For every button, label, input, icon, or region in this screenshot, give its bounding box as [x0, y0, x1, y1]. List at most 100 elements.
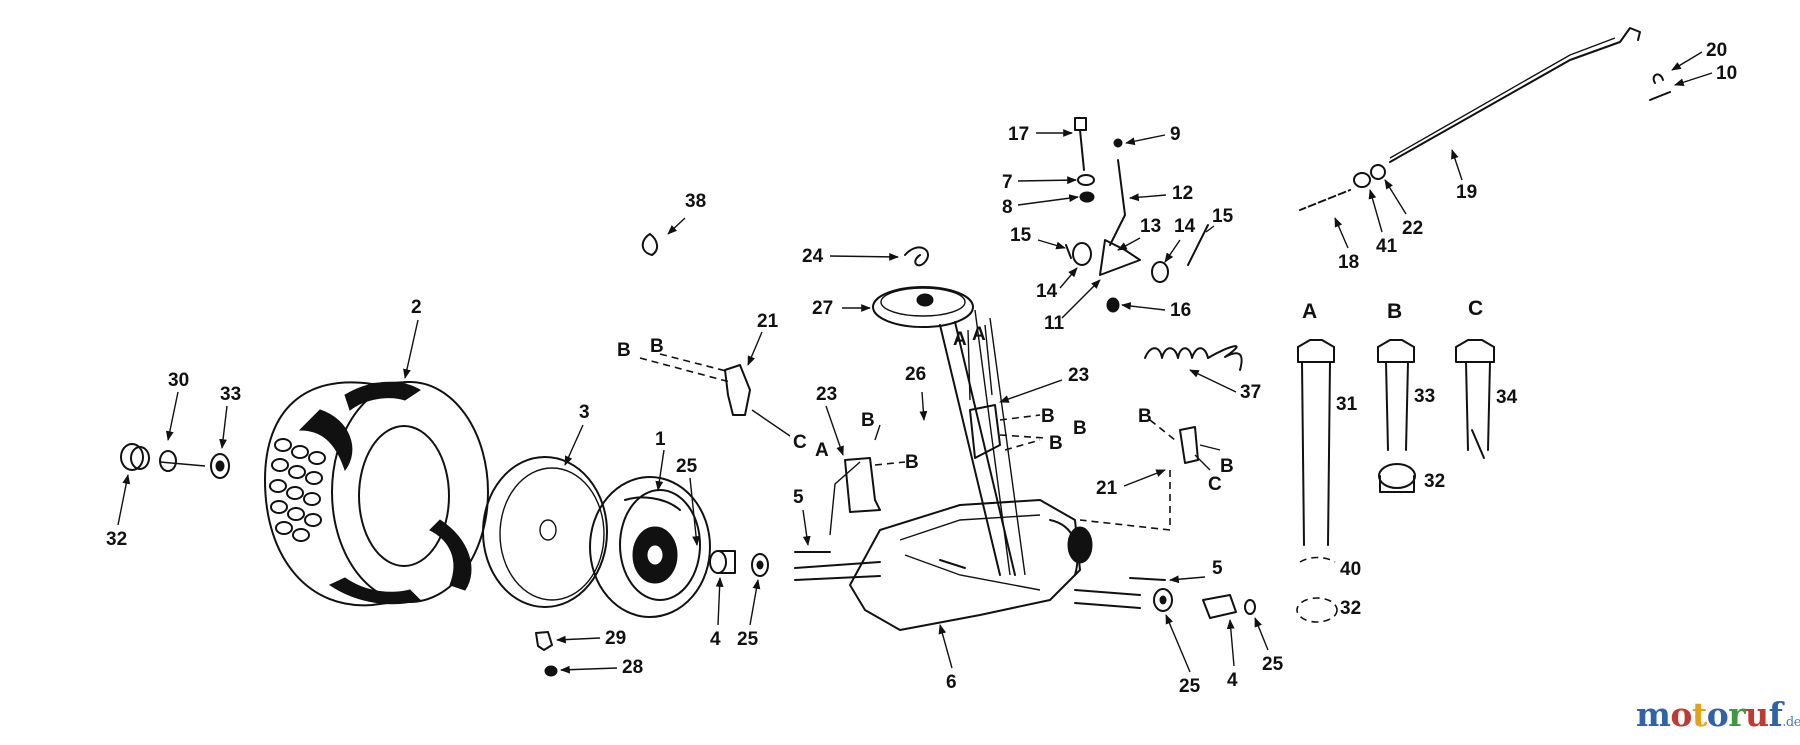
callout-A-3: A	[972, 324, 986, 345]
spring-part-18	[1299, 164, 1386, 216]
label-part-15-a: 15	[1010, 225, 1032, 246]
label-part-40: 40	[1340, 559, 1361, 580]
callout-B-9: B	[1220, 456, 1234, 477]
subset-A-heading: A	[1302, 300, 1317, 323]
label-part-7: 7	[1002, 172, 1013, 193]
fitting-part-29	[535, 631, 553, 651]
subset-C-heading: C	[1468, 297, 1483, 320]
label-part-15-b: 15	[1212, 206, 1234, 227]
watermark-letter: u	[1745, 695, 1769, 734]
label-part-16: 16	[1170, 300, 1191, 321]
label-part-4-right: 4	[1227, 670, 1238, 691]
axle-part-31	[1296, 339, 1338, 623]
watermark-letter: o	[1706, 695, 1729, 734]
label-part-32-a: 32	[1340, 598, 1361, 619]
label-part-35: 32	[106, 529, 127, 550]
label-part-25-c: 25	[1179, 676, 1201, 697]
callout-B-5: B	[1041, 406, 1055, 427]
tire-part-2	[264, 381, 489, 607]
clip-part-20	[1649, 73, 1671, 101]
label-part-32-b: 32	[1424, 471, 1445, 492]
label-part-38: 38	[685, 191, 706, 212]
watermark-letter: m	[1636, 695, 1671, 734]
axle-part-33	[1377, 339, 1416, 493]
bracket-part-21-right	[1179, 426, 1199, 464]
label-part-5-left: 5	[793, 487, 804, 508]
callout-C-2: C	[1208, 474, 1222, 495]
label-part-41: 41	[1376, 236, 1398, 257]
transaxle-housing-part-6	[794, 499, 1141, 631]
callout-B-7: B	[1049, 433, 1063, 454]
shift-lever-assembly	[1065, 117, 1209, 313]
callout-B-3: B	[861, 410, 875, 431]
pulley-part-27	[872, 286, 974, 328]
label-part-30: 30	[168, 370, 189, 391]
axle-part-34	[1455, 339, 1495, 459]
hub-cap-part-35	[120, 443, 230, 479]
label-part-3: 3	[579, 402, 590, 423]
spring-part-37	[1144, 345, 1243, 371]
label-part-33: 33	[1414, 386, 1435, 407]
label-part-5-right: 5	[1212, 558, 1223, 579]
callout-lines	[639, 324, 1221, 536]
motoruf-watermark: motoruf.de	[1636, 695, 1800, 734]
bracket-part-23-right	[969, 404, 1001, 459]
label-part-14-b: 14	[1036, 281, 1058, 302]
bracket-part-21-left	[724, 364, 751, 416]
bracket-part-23-left	[844, 457, 881, 513]
label-part-25-d: 25	[1262, 654, 1284, 675]
label-part-21-left: 21	[757, 311, 779, 332]
label-part-19: 19	[1456, 182, 1477, 203]
label-part-10: 10	[1716, 63, 1737, 84]
label-part-2: 2	[411, 297, 422, 318]
label-part-26: 26	[905, 364, 926, 385]
watermark-letter: t	[1691, 695, 1707, 734]
clip-part-24	[904, 246, 929, 267]
label-part-20: 20	[1706, 40, 1727, 61]
callout-B-4: B	[905, 452, 919, 473]
label-part-31: 31	[1336, 394, 1358, 415]
plug-part-28	[544, 665, 558, 677]
label-part-22: 22	[1402, 218, 1423, 239]
control-rod-part-19	[1389, 27, 1641, 163]
label-part-13: 13	[1140, 216, 1161, 237]
label-part-28: 28	[622, 657, 643, 678]
callout-C-1: C	[793, 432, 807, 453]
label-part-4-left: 4	[710, 629, 721, 650]
label-part-1: 1	[655, 429, 666, 450]
callout-B-2: B	[650, 336, 664, 357]
label-part-37: 37	[1240, 382, 1261, 403]
label-part-25-b: 25	[737, 629, 759, 650]
label-part-36: 33	[220, 384, 241, 405]
part-labels: 30 33 32 2 3 1 25 4 25 5 29 28 38 21 23 …	[106, 40, 1737, 697]
label-part-29: 29	[605, 628, 626, 649]
label-part-17: 17	[1008, 124, 1029, 145]
watermark-letter: r	[1728, 695, 1746, 734]
callout-A-1: A	[815, 440, 829, 461]
callout-A-2: A	[953, 329, 967, 350]
callout-B-8: B	[1138, 406, 1152, 427]
label-part-12: 12	[1172, 183, 1193, 204]
subset-B-heading: B	[1387, 300, 1402, 323]
callout-B-6: B	[1073, 418, 1087, 439]
label-part-6: 6	[946, 672, 957, 693]
wheel-rim-part-1	[589, 476, 711, 618]
clip-part-38	[641, 233, 658, 256]
label-part-34: 34	[1496, 387, 1518, 408]
tube-part-3	[482, 456, 608, 608]
label-part-24: 24	[802, 246, 824, 267]
callout-B-1: B	[617, 340, 631, 361]
bushing-part-4-right	[1153, 588, 1256, 619]
label-part-14-a: 14	[1174, 216, 1196, 237]
key-part-5-right	[1129, 577, 1166, 581]
label-part-11: 11	[1044, 313, 1065, 334]
label-part-27: 27	[812, 298, 833, 319]
label-part-18: 18	[1338, 252, 1359, 273]
label-part-9: 9	[1170, 124, 1181, 145]
input-shaft-part-26	[939, 309, 1026, 576]
watermark-suffix: .de	[1782, 715, 1800, 730]
label-part-21-right: 21	[1096, 478, 1118, 499]
bushing-part-4-left	[709, 550, 769, 577]
label-part-23-right: 23	[1068, 365, 1089, 386]
